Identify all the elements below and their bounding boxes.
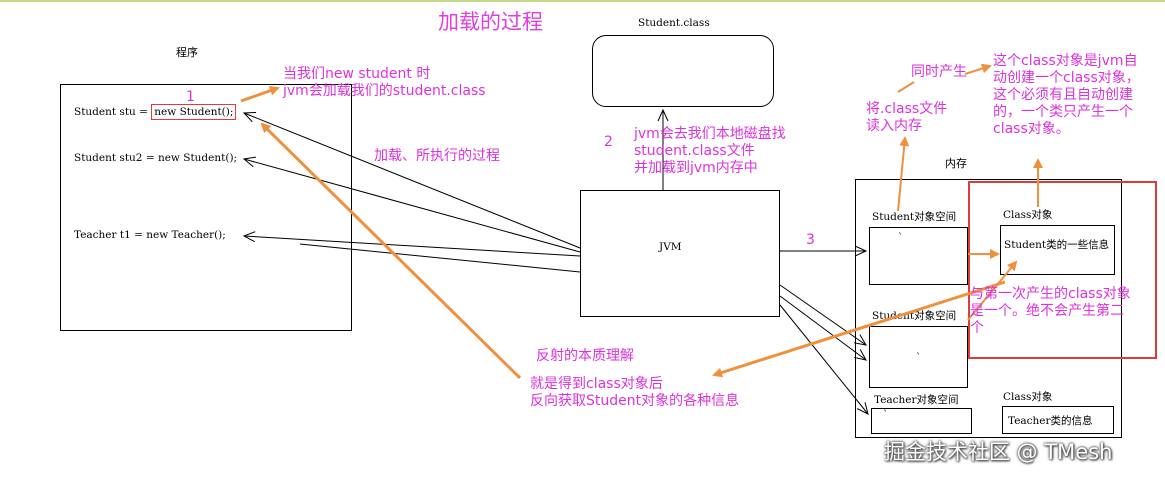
new-student-note: 当我们new student 时 jvm会加载我们的student.class [283,66,486,99]
teacher-class-info: Teacher类的信息 [1008,415,1093,427]
step-number-3: 3 [806,232,815,248]
diagram-title: 加载的过程 [438,10,543,34]
watermark: 掘金技术社区 @ TMesh [884,440,1113,464]
orange-arrow-class-to-reflection [712,280,1006,378]
tick-mark-2: ` [916,352,922,364]
jvm-box [580,190,780,317]
code-line-1: Student stu = new Student(); [74,104,237,120]
jvm-label: JVM [659,241,682,253]
line-jvm-to-line3-b [299,243,581,273]
orange-arrow-simultaneous-to-note [964,63,992,75]
code-line-3: Teacher t1 = new Teacher(); [74,229,226,241]
student-space-1-label: Student对象空间 [872,211,957,223]
code-highlight-new-student: new Student(); [151,104,237,120]
class-object-label-1: Class对象 [1003,209,1053,221]
student-object-space-2 [869,326,968,388]
memory-label: 内存 [945,157,967,170]
simultaneous-note: 同时产生 [911,64,967,80]
same-class-object-note: 与第一次产生的class对象 是一个。绝不会产生第二 个 [970,286,1131,336]
arrow-jvm-to-line2 [242,156,581,253]
code-line-1-text: Student stu = [74,106,152,118]
student-class-file-box [592,35,774,107]
code-line-2: Student stu2 = new Student(); [74,152,238,164]
reflection-title: 反射的本质理解 [536,348,634,364]
student-class-info: Student类的一些信息 [1004,239,1110,251]
loading-process-note: 加载、所执行的过程 [374,148,500,164]
step-number-2: 2 [604,134,613,150]
teacher-space-label: Teacher对象空间 [874,394,959,406]
arrow-jvm-to-student-space-2b [779,295,867,361]
arrow-jvm-to-line3 [242,231,581,257]
orange-arrow-space-to-read [897,136,910,212]
tick-mark-1: ` [898,232,904,244]
program-label: 程序 [176,46,198,59]
memory-box [855,179,1122,438]
arrow-jvm-to-student-space-2 [779,284,867,346]
student-object-space-1 [869,227,968,285]
class-object-note: 这个class对象是jvm自 动创建一个class对象， 这个必须有且自动创建 … [993,53,1140,137]
orange-arrow-to-note-1 [240,85,280,103]
read-into-memory-note: 将.class文件 读入内存 [866,101,948,134]
orange-arrow-reflection-to-code [260,122,522,380]
teacher-class-object-box [1002,406,1114,434]
arrow-jvm-to-line1 [242,111,581,249]
top-border [0,0,1165,2]
class-object-highlight-box [968,181,1157,359]
step-number-1: 1 [186,89,195,105]
disk-lookup-note: jvm会去我们本地磁盘找 student.class文件 并加载到jvm内存中 [634,126,786,176]
orange-arrow-read-to-simultaneous [897,81,915,93]
arrow-jvm-to-teacher-space [779,304,869,415]
reflection-description: 就是得到class对象后 反向获取Student对象的各种信息 [530,376,740,409]
student-class-label: Student.class [638,17,710,29]
tick-mark-3: ` [883,409,889,421]
student-class-object-box [1000,225,1115,275]
program-box [60,84,352,331]
teacher-object-space [871,408,972,434]
class-object-label-2: Class对象 [1003,391,1053,403]
orange-arrow-space2-to-class [967,260,1018,321]
